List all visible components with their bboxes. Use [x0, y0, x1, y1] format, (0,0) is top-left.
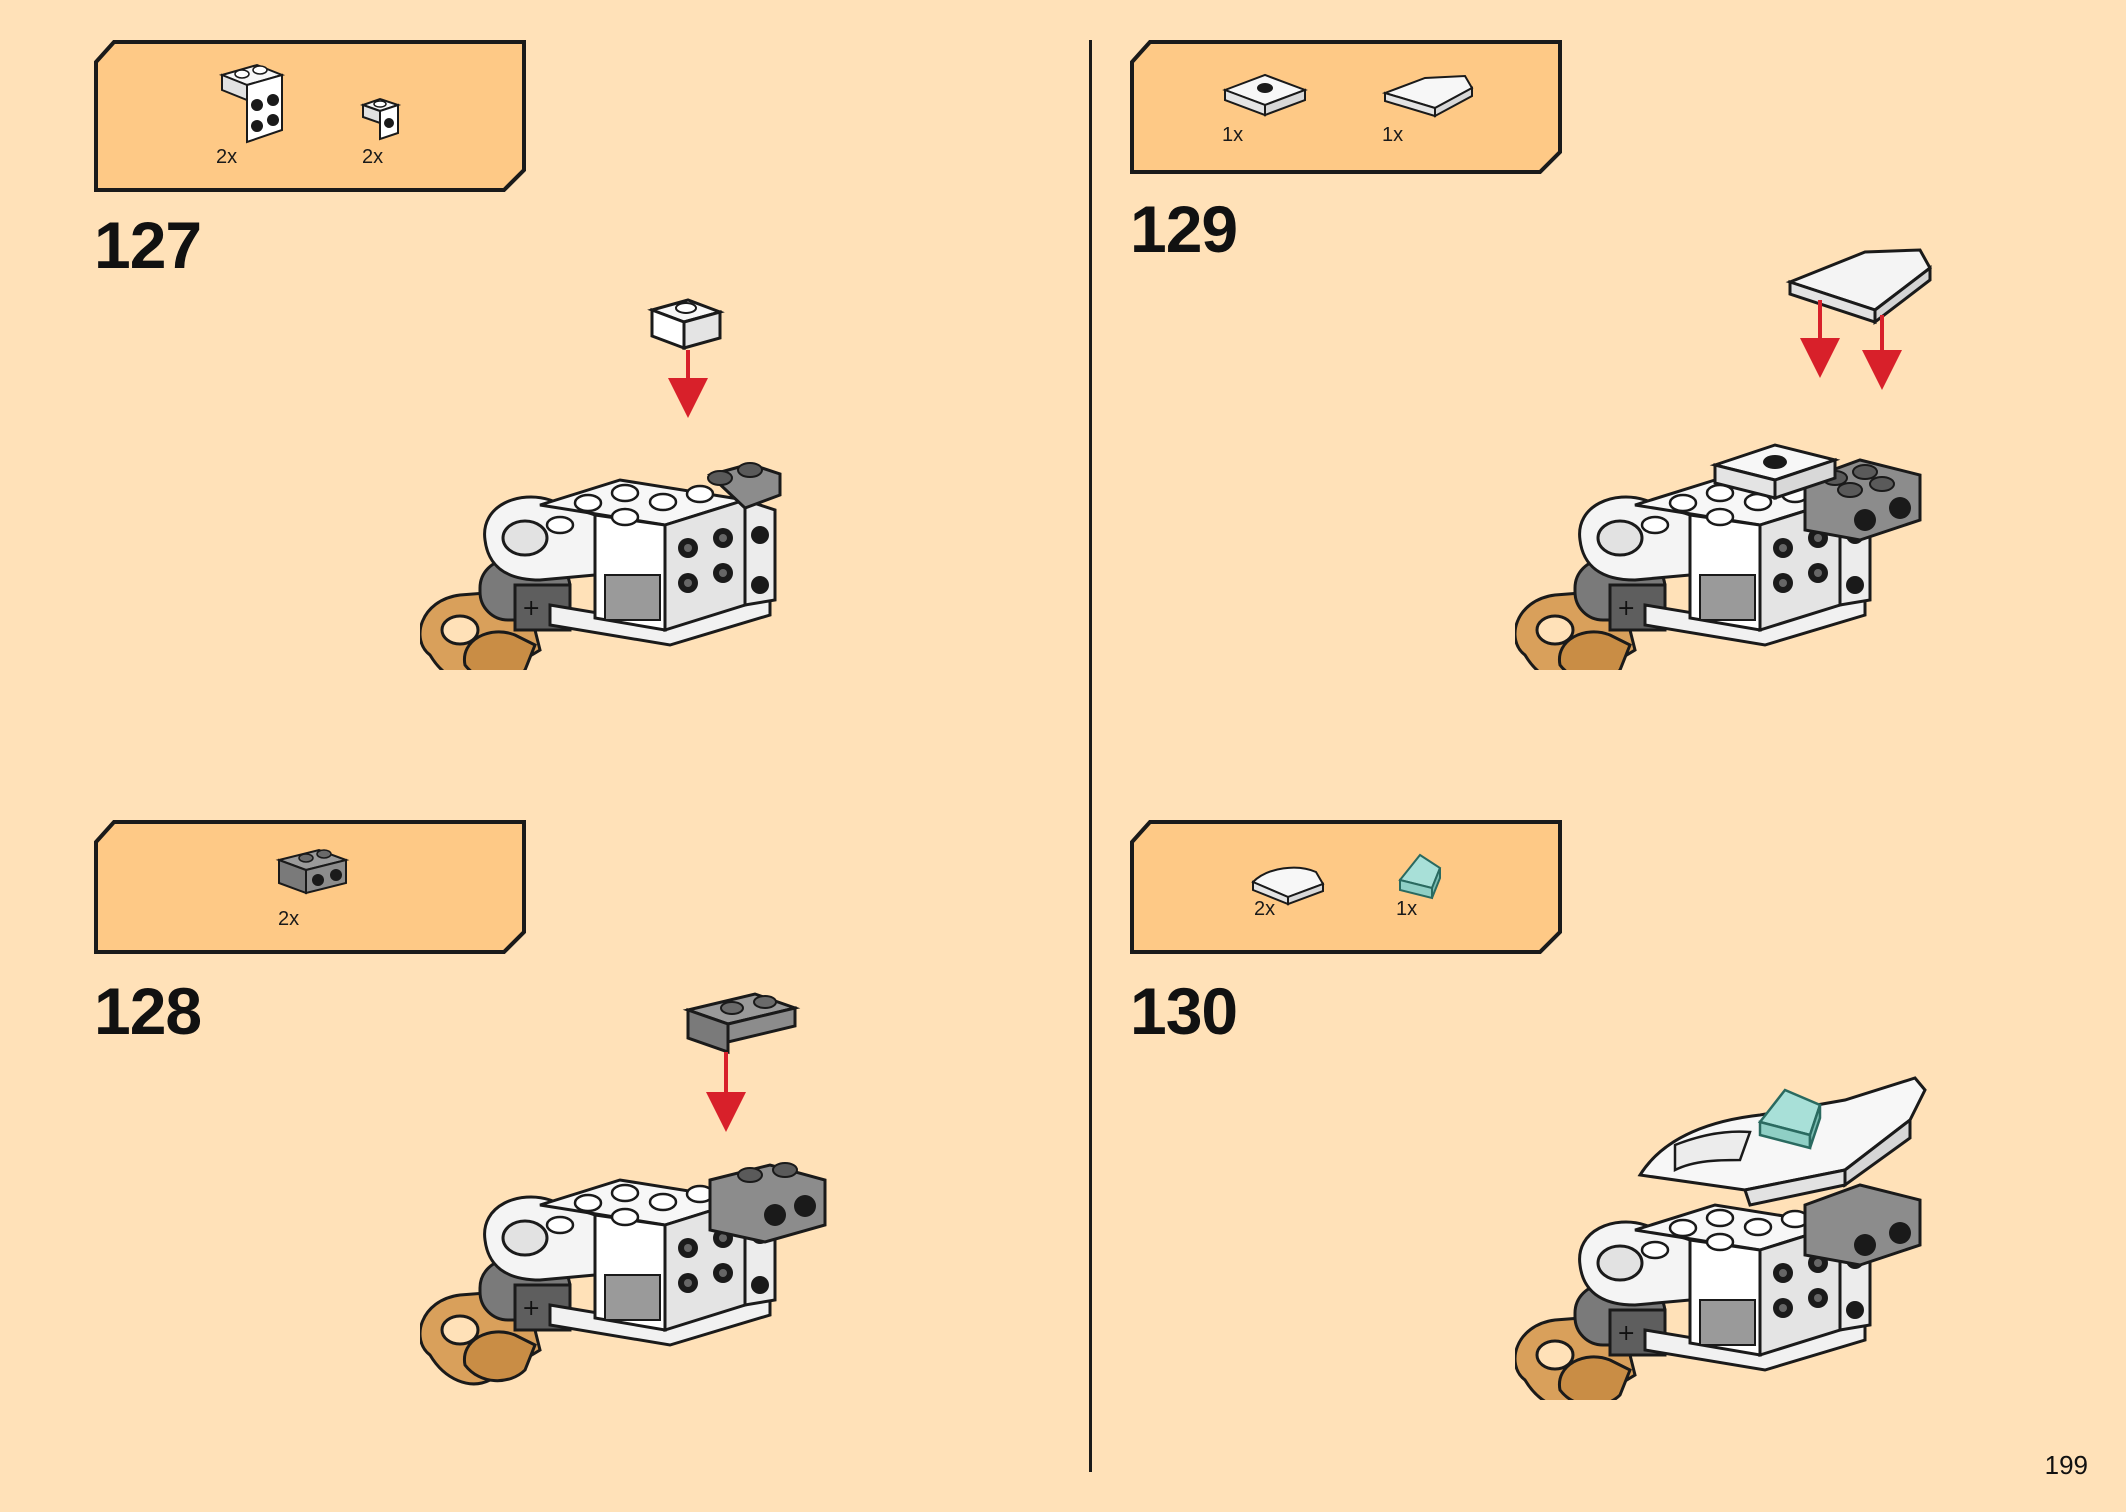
part-qty: 2x [362, 146, 384, 168]
white-curved-slope-icon [1251, 866, 1325, 906]
white-wedge-plate-icon [1381, 74, 1474, 118]
new-part-white-wedge-plate [1785, 248, 1932, 326]
part-qty: 2x [278, 908, 300, 930]
parts-callout-128: 2x [94, 820, 526, 970]
white-bracket-2x2-icon [218, 63, 286, 144]
parts-callout-127: 2x 2x [94, 40, 526, 192]
parts-callout-130: 2x 1x [1130, 820, 1562, 970]
part-qty: 2x [1254, 898, 1276, 920]
step-number: 130 [1130, 974, 1238, 1048]
step-130-assembly [1515, 1076, 1927, 1400]
step-129-assembly [1515, 248, 1932, 670]
step-number: 127 [94, 208, 202, 282]
part-qty: 1x [1396, 898, 1418, 920]
new-part-dark-gray-bracket [682, 992, 801, 1055]
parts-callout-129: 1x 1x [1130, 40, 1562, 190]
white-bracket-1x1-icon [359, 97, 402, 141]
white-tile-2x2-jumper-icon [1222, 73, 1308, 117]
part-qty: 1x [1222, 124, 1244, 146]
step-128-assembly [420, 992, 827, 1386]
step-number: 129 [1130, 192, 1238, 266]
dark-gray-bracket-1x2-icon [275, 848, 350, 895]
page-number: 199 [2044, 1450, 2088, 1480]
trans-clear-slope-icon [1398, 853, 1442, 900]
page-divider [1089, 40, 1092, 1472]
step-number: 128 [94, 974, 202, 1048]
part-qty: 2x [216, 146, 238, 168]
new-part-trans-clear-slope [1757, 1088, 1822, 1150]
part-qty: 1x [1382, 124, 1404, 146]
new-part-white-bracket [647, 298, 725, 351]
step-127-assembly [420, 298, 782, 670]
